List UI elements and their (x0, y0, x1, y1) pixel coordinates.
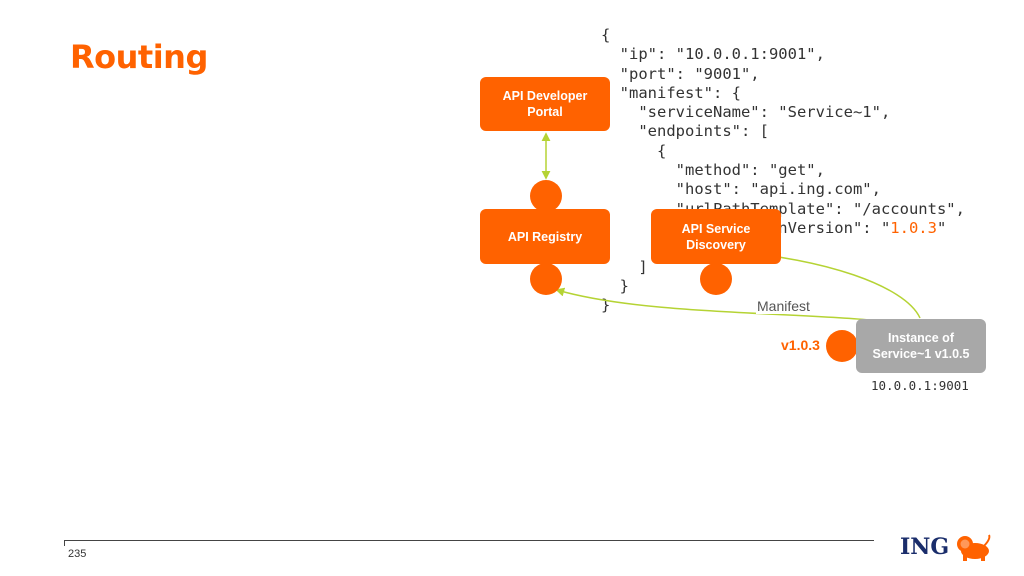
instance-connector (826, 330, 858, 362)
ing-logo: ING (900, 533, 993, 561)
footer-rule (64, 540, 874, 541)
api-service-discovery-box: API Service Discovery (651, 209, 781, 264)
version-label: v1.0.3 (781, 337, 820, 353)
ing-logo-text: ING (900, 534, 950, 560)
registry-bottom-connector (530, 263, 562, 295)
registry-top-connector (530, 180, 562, 212)
manifest-to-registry-arrow (555, 287, 871, 321)
manifest-label: Manifest (756, 298, 811, 314)
discovery-bottom-connector (700, 263, 732, 295)
page-number: 235 (68, 548, 87, 560)
page-title: Routing (70, 38, 208, 76)
service-instance-box: Instance of Service~1 v1.0.5 (856, 319, 986, 373)
instance-address: 10.0.0.1:9001 (871, 378, 969, 393)
footer-rule-tick (64, 540, 65, 546)
version-highlight: 1.0.3 (890, 218, 937, 237)
api-developer-portal-box: API Developer Portal (480, 77, 610, 131)
api-registry-box: API Registry (480, 209, 610, 264)
lion-icon (957, 534, 991, 561)
